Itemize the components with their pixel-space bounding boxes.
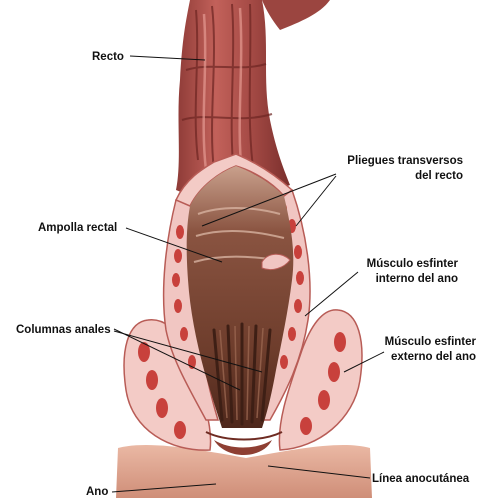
- label-recto: Recto: [92, 51, 124, 63]
- anal-opening: [214, 440, 272, 455]
- label-pliegues-1: Pliegues transversos: [347, 155, 463, 167]
- label-columnas: Columnas anales: [16, 324, 111, 336]
- label-esfinter-interno-2: interno del ano: [376, 273, 458, 285]
- label-pliegues-2: del recto: [415, 170, 463, 182]
- label-esfinter-externo-2: externo del ano: [391, 351, 476, 363]
- leader-pliegues-b: [296, 176, 336, 226]
- label-esfinter-externo-1: Músculo esfinter: [385, 336, 477, 348]
- sigmoid-colon: [262, 0, 330, 30]
- label-ano: Ano: [86, 486, 108, 498]
- label-esfinter-interno-1: Músculo esfinter: [367, 258, 459, 270]
- leader-esfinter-interno: [305, 272, 358, 316]
- anocutaneous-line: [206, 432, 282, 440]
- label-linea: Línea anocutánea: [372, 473, 470, 485]
- label-ampolla: Ampolla rectal: [38, 222, 117, 234]
